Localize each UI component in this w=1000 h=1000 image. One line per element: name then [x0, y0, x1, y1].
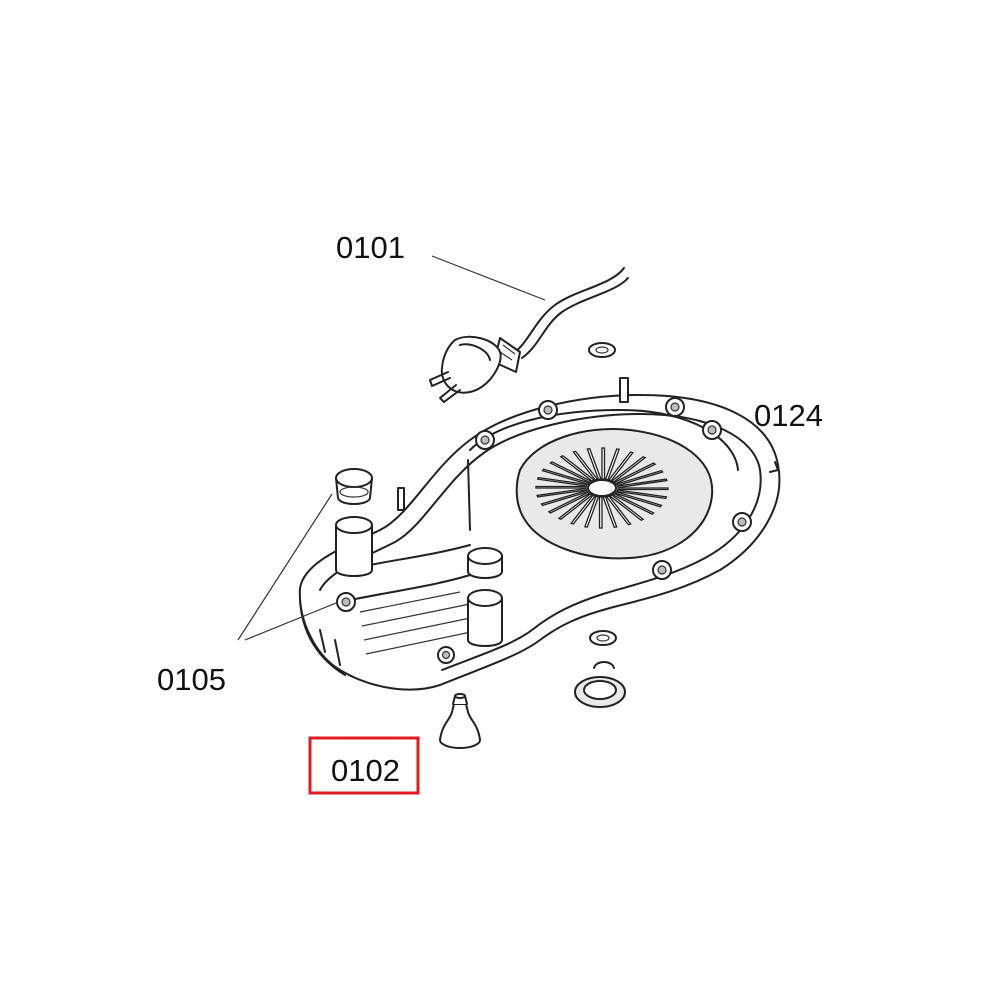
fan-blade — [557, 493, 594, 521]
washer-bottom — [589, 630, 617, 646]
fan-blade — [586, 447, 602, 480]
bearing-ring — [574, 676, 626, 708]
fan-blade — [617, 487, 669, 491]
fan-blade — [572, 450, 599, 481]
fan-blade — [549, 461, 593, 484]
fan-blade — [611, 492, 655, 515]
fan-impeller — [535, 447, 669, 529]
fan-blade — [607, 451, 634, 482]
foot-cap — [335, 468, 373, 505]
fan-blade — [616, 478, 668, 489]
fan-blade — [605, 495, 632, 526]
fan-blade — [540, 489, 589, 507]
label-0101: 0101 — [336, 230, 405, 265]
leader-line-0101 — [431, 255, 546, 301]
fan-blade — [559, 455, 596, 482]
highlight-box — [308, 736, 420, 795]
fan-blade — [570, 494, 597, 525]
fan-blade — [547, 491, 591, 514]
fan-blade — [613, 462, 657, 485]
fan-blade — [608, 494, 645, 521]
fan-blade — [614, 491, 663, 508]
fan-blade — [602, 496, 618, 529]
label-0124: 0124 — [754, 398, 823, 433]
washer-top — [588, 342, 616, 358]
fan-blade — [583, 495, 600, 528]
retaining-clip — [593, 661, 615, 669]
fan-blade — [610, 455, 647, 483]
fan-hub — [587, 479, 617, 497]
fan-blade — [536, 476, 588, 487]
fan-blade — [535, 485, 587, 489]
fan-blade — [541, 468, 590, 485]
fan-blade — [598, 496, 603, 529]
foot-pin — [439, 693, 481, 749]
leader-line-0105-a — [237, 493, 333, 641]
fan-blade — [601, 447, 606, 480]
fan-blade — [604, 448, 621, 481]
fan-blade — [615, 469, 664, 487]
base-housing — [298, 377, 781, 691]
fan-blade — [536, 487, 588, 498]
label-0102: 0102 — [331, 753, 400, 788]
leader-line-0105-b — [244, 602, 337, 641]
power-cord — [429, 267, 629, 403]
fan-blade — [616, 489, 668, 500]
label-0105: 0105 — [157, 662, 226, 697]
